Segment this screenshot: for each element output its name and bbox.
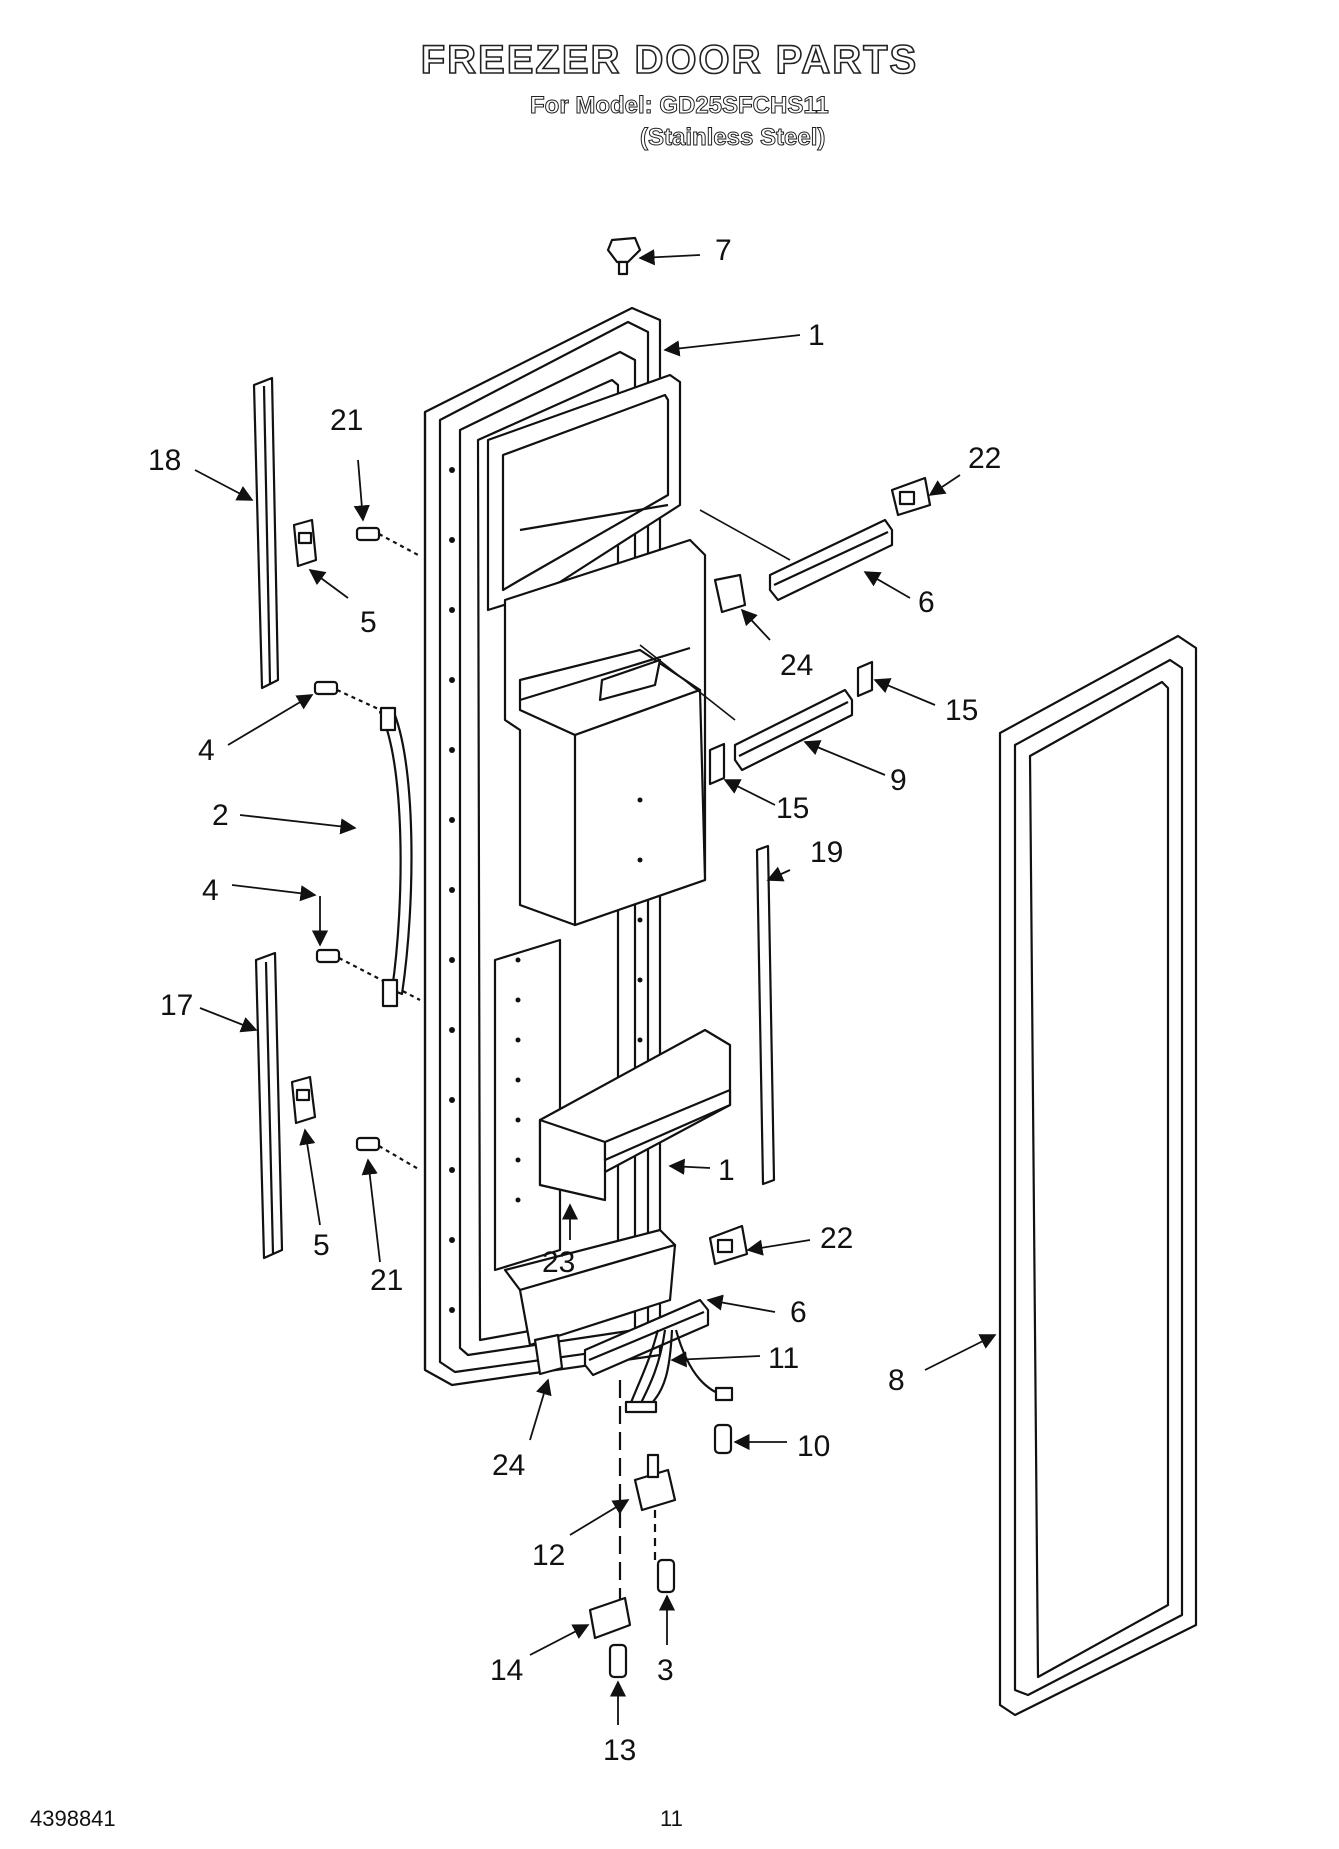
- vertical-rail-19: [755, 844, 776, 1186]
- callout-c22a: 22: [968, 442, 1001, 475]
- hinge-block-14: [588, 1596, 632, 1640]
- finish-line: (Stainless Steel): [639, 124, 826, 152]
- wire-harness: [624, 1329, 734, 1414]
- screw-3: [656, 1558, 676, 1594]
- callout-c24b: 24: [492, 1449, 525, 1482]
- callout-c7: 7: [715, 234, 732, 267]
- page-title: FREEZER DOOR PARTS: [420, 37, 919, 83]
- clip-24-lower: [533, 1333, 564, 1376]
- callout-c15a: 15: [945, 694, 978, 727]
- rail-9: [639, 644, 854, 772]
- trim-clip-upper: [292, 518, 318, 568]
- callout-c14: 14: [490, 1654, 523, 1687]
- callout-c9: 9: [890, 764, 907, 797]
- callout-c22b: 22: [820, 1222, 853, 1255]
- screw-10: [713, 1423, 733, 1455]
- screw-21-lower: [355, 1136, 421, 1171]
- screw-4-upper: [313, 680, 386, 713]
- callout-c1b: 1: [718, 1154, 735, 1187]
- top-plug: [606, 236, 642, 276]
- callout-c1a: 1: [808, 319, 825, 352]
- rail-6-upper: [699, 509, 894, 602]
- callout-c17: 17: [160, 989, 193, 1022]
- door-liner: [423, 306, 707, 1387]
- callout-c2: 2: [212, 799, 229, 832]
- end-cap-15-lower: [708, 742, 726, 786]
- callout-c4b: 4: [202, 874, 219, 907]
- screw-13: [608, 1643, 628, 1679]
- callout-c19: 19: [810, 836, 843, 869]
- callout-c21b: 21: [370, 1264, 403, 1297]
- callout-c13: 13: [603, 1734, 636, 1767]
- page-number: 11: [660, 1806, 683, 1831]
- callout-c18: 18: [148, 444, 181, 477]
- callout-c4a: 4: [198, 734, 215, 767]
- callout-c6b: 6: [790, 1296, 807, 1329]
- bracket-22-lower: [708, 1224, 749, 1266]
- screw-4-lower: [315, 948, 421, 1001]
- callout-c23: 23: [542, 1246, 575, 1279]
- callout-c15b: 15: [776, 792, 809, 825]
- callout-c8: 8: [888, 1364, 905, 1397]
- door-gasket: [998, 634, 1198, 1717]
- callout-c5a: 5: [360, 606, 377, 639]
- end-cap-15-upper: [856, 660, 874, 698]
- door-bin: [538, 1028, 732, 1202]
- door-handle: [378, 706, 413, 1008]
- callout-c11: 11: [768, 1342, 799, 1375]
- model-line: For Model: GD25SFCHS11: [530, 92, 830, 120]
- bracket-22-upper: [890, 476, 932, 517]
- rail-6-lower: [583, 1298, 710, 1377]
- callout-c5b: 5: [313, 1229, 330, 1262]
- document-number: 4398841: [30, 1806, 116, 1831]
- leader-lines: [194, 249, 997, 1725]
- lower-trim-strip: [254, 951, 284, 1260]
- callout-c21a: 21: [330, 404, 363, 437]
- callout-c6a: 6: [918, 586, 935, 619]
- callout-c10: 10: [797, 1430, 830, 1463]
- screw-21-upper: [355, 526, 421, 557]
- callout-c24a: 24: [780, 649, 813, 682]
- callout-c3: 3: [657, 1654, 674, 1687]
- callout-c12: 12: [532, 1539, 565, 1572]
- liner-fastener-dots: [449, 467, 643, 1313]
- trim-clip-lower: [290, 1075, 317, 1125]
- clip-24-upper: [713, 573, 747, 614]
- upper-trim-strip: [252, 376, 280, 690]
